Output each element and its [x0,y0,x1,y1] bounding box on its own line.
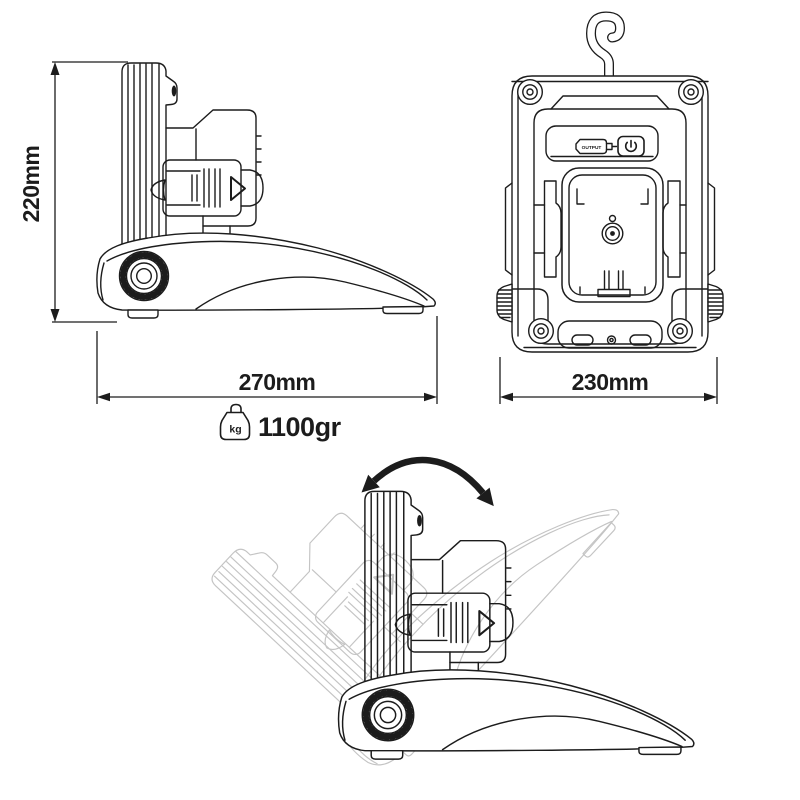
side-view-lamp-drawing [337,490,695,760]
weight-badge-label: kg [229,424,241,436]
rotation-double-arrow-icon [361,456,494,507]
release-tab [394,613,411,636]
weight-spec: kg 1100gr [219,403,342,442]
side-view-lamp-drawing [96,62,436,319]
lamp-base [337,669,695,760]
bottom-section [512,288,708,349]
inner-panel [533,95,687,345]
lamp-base [96,232,436,319]
output-port-icon [575,138,618,155]
front-view-drawing: OUTPUT [496,11,724,353]
mount-rails [533,180,687,278]
weight-kg-icon [219,403,251,441]
control-recess [545,125,659,162]
front-housing [511,75,709,353]
lamp-head [211,548,387,717]
depth-dimension-label: 270mm [239,369,316,395]
side-knob-left-icon[interactable] [496,283,513,323]
dimension-annotations: 220mm 270mm 230mm [18,61,718,404]
power-button-icon[interactable] [617,135,645,157]
hanging-hook-icon [586,11,625,85]
corner-screws [517,78,705,345]
weight-value-label: 1100gr [258,412,342,442]
output-port-label: OUTPUT [582,145,602,151]
tilt-solid-position [337,490,695,760]
release-tab [324,629,346,651]
lamp-head [121,62,178,254]
adjustment-knob-icon [361,688,415,742]
battery-latch [314,553,414,655]
battery-latch [162,159,264,217]
width-dimension [499,357,718,404]
height-dimension-label: 220mm [18,146,44,223]
battery-latch [407,592,514,653]
release-tab [150,179,166,201]
adjustment-knob-icon [118,250,170,302]
width-dimension-label: 230mm [572,369,649,395]
tilt-view-drawing [211,490,695,766]
depth-dimension [96,316,438,404]
side-knob-right-icon[interactable] [707,283,724,323]
side-view-lamp-drawing [211,508,620,766]
lamp-head [364,490,424,692]
battery-box [165,109,262,242]
height-dimension [50,61,128,323]
tilt-ghost-position [211,508,620,766]
